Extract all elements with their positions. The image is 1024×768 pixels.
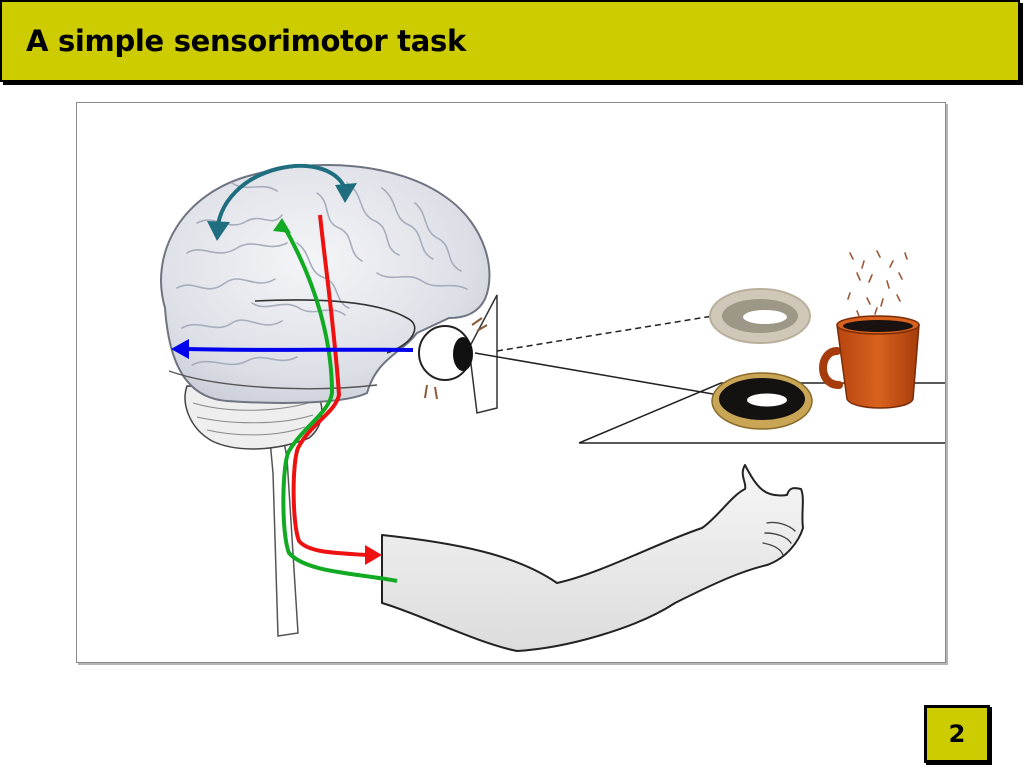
illustration-canvas [160,163,945,652]
sensory-arrowhead [273,218,291,233]
donut-chocolate [711,372,813,430]
gaze-line-solid [474,352,714,395]
visual-arrowhead [171,339,189,359]
motor-arrowhead [365,545,382,565]
motor-pathway-red [291,214,368,557]
page-number: 2 [948,720,966,748]
page-number-badge: 2 [924,705,990,763]
title-bar: A simple sensorimotor task [0,0,1020,82]
sensorimotor-illustration [76,102,946,663]
donut-plain [709,288,811,344]
gaze-line-dashed [496,315,714,352]
sensory-pathway-green [280,221,398,583]
visual-pathway-blue [184,347,414,352]
brain [160,164,491,404]
slide-title: A simple sensorimotor task [26,24,466,58]
cortical-loop-arrow [207,163,357,241]
coffee-mug [819,250,920,409]
arm [381,464,804,652]
